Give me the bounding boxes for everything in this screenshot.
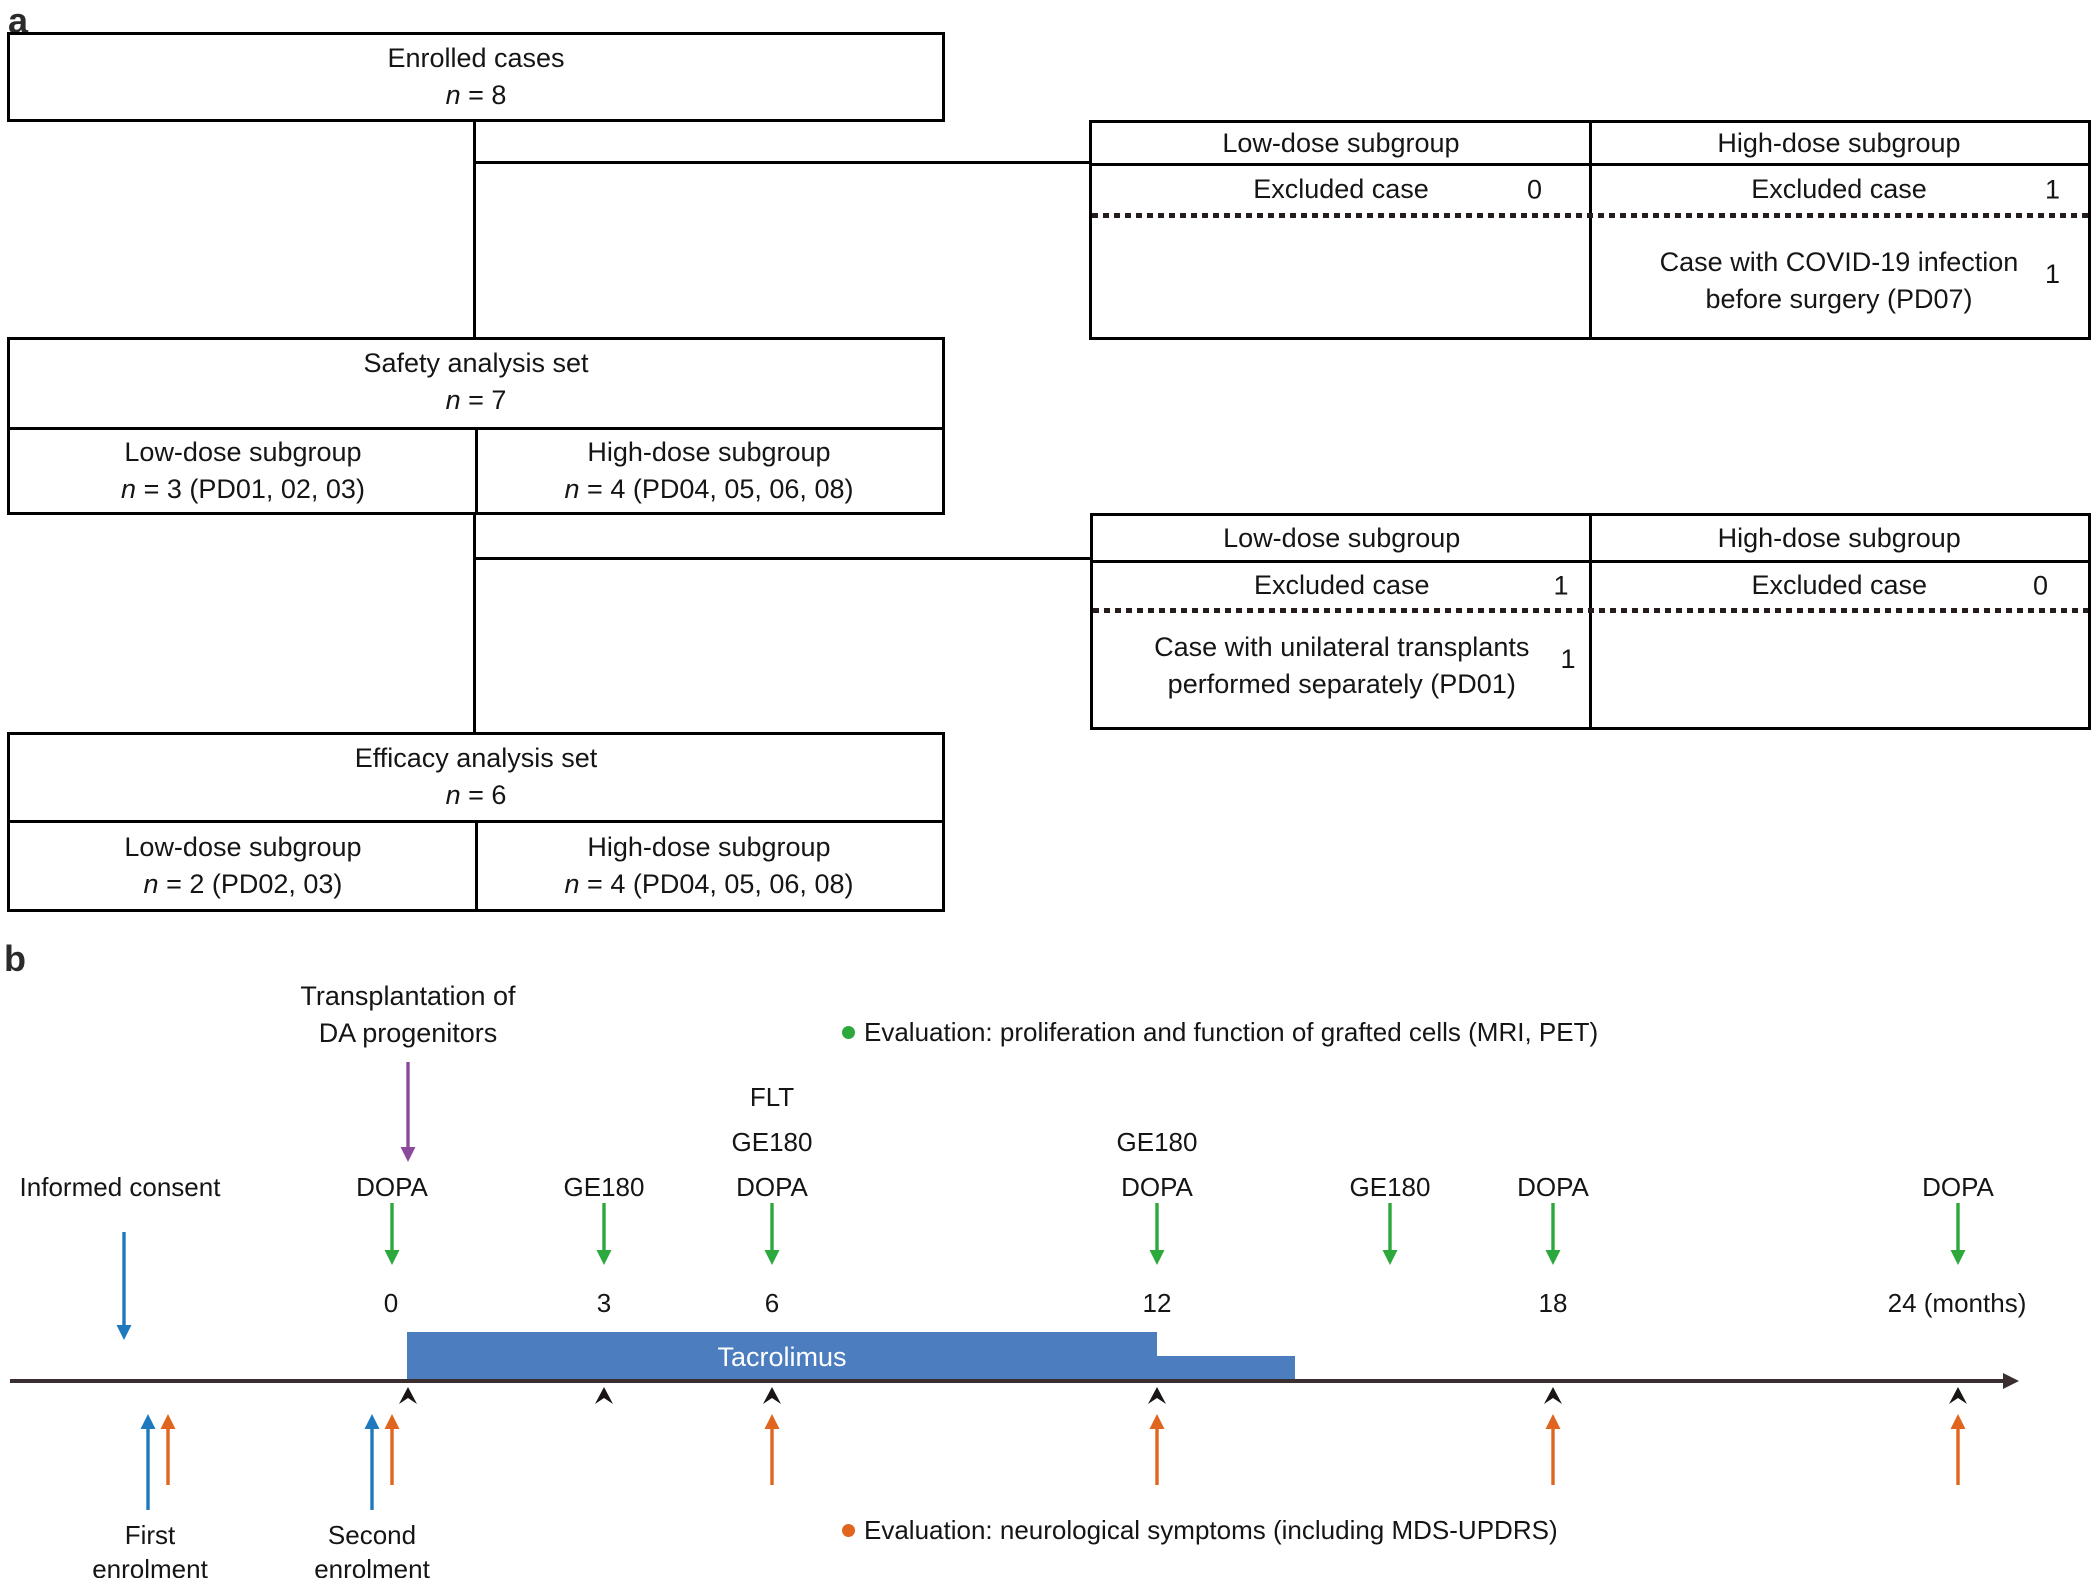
table-2-header-low-dose: Low-dose subgroup bbox=[1223, 522, 1461, 553]
imaging-scan-arrow bbox=[1149, 1203, 1165, 1265]
month-label-18: 18 bbox=[1538, 1288, 1568, 1318]
table-1-exclusion-reason-count: 1 bbox=[2044, 259, 2060, 289]
table-1-dashed-divider bbox=[1092, 213, 2088, 218]
symptom-evaluation-arrow bbox=[1950, 1414, 1966, 1485]
tacrolimus-bar-main: Tacrolimus bbox=[407, 1332, 1157, 1381]
scan-label-dopa: DOPA bbox=[1922, 1172, 1994, 1202]
safety-analysis-n: n = 7 bbox=[445, 385, 507, 415]
scan-label-ge180: GE180 bbox=[563, 1172, 645, 1202]
imaging-scan-arrow bbox=[384, 1203, 400, 1265]
enrolment-orange-arrow bbox=[384, 1414, 400, 1485]
table-2-excluded-high-count: 0 bbox=[2032, 570, 2048, 600]
scan-label-dopa: DOPA bbox=[1517, 1172, 1589, 1202]
symptom-evaluation-arrow bbox=[1545, 1414, 1561, 1485]
scan-label-ge180: GE180 bbox=[731, 1127, 813, 1157]
table-1-header-high-dose: High-dose subgroup bbox=[1717, 127, 1961, 158]
enrolled-cases-box: Enrolled cases n = 8 bbox=[7, 32, 945, 122]
imaging-scan-arrow bbox=[764, 1203, 780, 1265]
connector-enrolled-to-safety bbox=[473, 122, 476, 337]
efficacy-high-dose-cell: High-dose subgroup n = 4 (PD04, 05, 06, … bbox=[564, 832, 854, 899]
table-2-excluded-high-dose: Excluded case 0 bbox=[1591, 563, 2089, 608]
month-label-24: 24 (months) bbox=[1887, 1288, 2027, 1318]
table-2-header-divider bbox=[1093, 560, 2088, 563]
imaging-scan-arrow bbox=[596, 1203, 612, 1265]
legend-symptom-evaluation: Evaluation: neurological symptoms (inclu… bbox=[864, 1515, 1558, 1545]
efficacy-low-dose-cell: Low-dose subgroup n = 2 (PD02, 03) bbox=[124, 832, 362, 899]
table-1-excluded-high-dose: Excluded case 1 bbox=[1590, 166, 2088, 213]
scan-label-dopa: DOPA bbox=[356, 1172, 428, 1202]
imaging-scan-arrow bbox=[1382, 1203, 1398, 1265]
connector-to-exclusion-table-2 bbox=[474, 557, 1090, 560]
transplantation-arrow bbox=[400, 1062, 416, 1162]
exclusion-table-2: Low-dose subgroup High-dose subgroup Exc… bbox=[1090, 513, 2091, 730]
connector-safety-to-efficacy bbox=[473, 515, 476, 732]
timeline-tick-arrowhead bbox=[1544, 1387, 1562, 1404]
safety-high-dose-cell: High-dose subgroup n = 4 (PD04, 05, 06, … bbox=[564, 437, 854, 504]
month-label-3: 3 bbox=[596, 1288, 612, 1318]
table-1-column-divider bbox=[1588, 123, 1592, 337]
enrolled-cases-n: n = 8 bbox=[445, 80, 507, 110]
timeline-tick-arrowhead bbox=[763, 1387, 781, 1404]
symptom-evaluation-arrow bbox=[1149, 1414, 1165, 1485]
table-2-dashed-divider bbox=[1093, 608, 2088, 613]
scan-label-ge180: GE180 bbox=[1349, 1172, 1431, 1202]
enrolment-blue-arrow bbox=[140, 1414, 156, 1510]
informed-consent-label: Informed consent bbox=[19, 1172, 221, 1202]
table-1-exclusion-reason: Case with COVID-19 infection before surg… bbox=[1659, 247, 2019, 314]
efficacy-analysis-box: Efficacy analysis set n = 6 Low-dose sub… bbox=[7, 732, 945, 912]
enrolment-blue-arrow bbox=[364, 1414, 380, 1510]
symptom-evaluation-arrow bbox=[764, 1414, 780, 1485]
timeline-tick-arrowhead bbox=[399, 1387, 417, 1404]
transplantation-label: Transplantation of DA progenitors bbox=[300, 981, 516, 1048]
safety-low-dose-cell: Low-dose subgroup n = 3 (PD01, 02, 03) bbox=[121, 437, 365, 504]
table-1-header-low-dose: Low-dose subgroup bbox=[1222, 127, 1460, 158]
timeline-axis-arrowhead bbox=[2003, 1373, 2019, 1389]
scan-label-ge180: GE180 bbox=[1116, 1127, 1198, 1157]
table-1-header-divider bbox=[1092, 163, 2088, 166]
efficacy-analysis-title: Efficacy analysis set bbox=[354, 743, 598, 773]
tacrolimus-bar-taper bbox=[1157, 1356, 1295, 1381]
legend-imaging-evaluation: Evaluation: proliferation and function o… bbox=[864, 1017, 1599, 1047]
efficacy-box-column-divider bbox=[474, 820, 478, 909]
green-legend-bullet bbox=[842, 1026, 855, 1039]
enrolment-orange-arrow bbox=[160, 1414, 176, 1485]
timeline-tick-arrowhead bbox=[595, 1387, 613, 1404]
imaging-scan-arrow bbox=[1545, 1203, 1561, 1265]
month-label-0: 0 bbox=[383, 1288, 399, 1318]
safety-box-column-divider bbox=[474, 427, 478, 512]
exclusion-table-1: Low-dose subgroup High-dose subgroup Exc… bbox=[1089, 120, 2091, 340]
table-2-column-divider bbox=[1589, 516, 1592, 727]
panel-b-label: b bbox=[4, 938, 26, 979]
orange-legend-bullet bbox=[842, 1524, 855, 1537]
scan-label-dopa: DOPA bbox=[1121, 1172, 1193, 1202]
timeline-tick-arrowhead bbox=[1949, 1387, 1967, 1404]
table-1-excluded-high-count: 1 bbox=[2044, 174, 2060, 204]
tacrolimus-label: Tacrolimus bbox=[717, 1342, 847, 1372]
table-2-excluded-low-count: 1 bbox=[1553, 570, 1569, 600]
connector-to-exclusion-table-1 bbox=[474, 161, 1089, 164]
table-1-excluded-low-count: 0 bbox=[1526, 174, 1542, 204]
timeline-tick-arrowhead bbox=[1148, 1387, 1166, 1404]
table-2-excluded-low-dose: Excluded case 1 bbox=[1093, 563, 1591, 608]
enrolled-cases-title: Enrolled cases bbox=[387, 43, 565, 73]
panel-a-label: a bbox=[8, 0, 29, 41]
month-label-6: 6 bbox=[764, 1288, 780, 1318]
scan-label-flt: FLT bbox=[749, 1082, 795, 1112]
scan-label-dopa: DOPA bbox=[736, 1172, 808, 1202]
safety-analysis-box: Safety analysis set n = 7 Low-dose subgr… bbox=[7, 337, 945, 515]
informed-consent-arrow bbox=[116, 1232, 132, 1340]
table-2-header-high-dose: High-dose subgroup bbox=[1717, 522, 1961, 553]
table-1-excluded-low-dose: Excluded case 0 bbox=[1092, 166, 1590, 213]
month-label-12: 12 bbox=[1142, 1288, 1172, 1318]
imaging-scan-arrow bbox=[1950, 1203, 1966, 1265]
table-2-exclusion-reason: Case with unilateral transplants perform… bbox=[1154, 632, 1530, 699]
efficacy-analysis-n: n = 6 bbox=[445, 780, 507, 810]
table-2-exclusion-reason-count: 1 bbox=[1560, 644, 1576, 674]
safety-analysis-title: Safety analysis set bbox=[363, 348, 589, 378]
